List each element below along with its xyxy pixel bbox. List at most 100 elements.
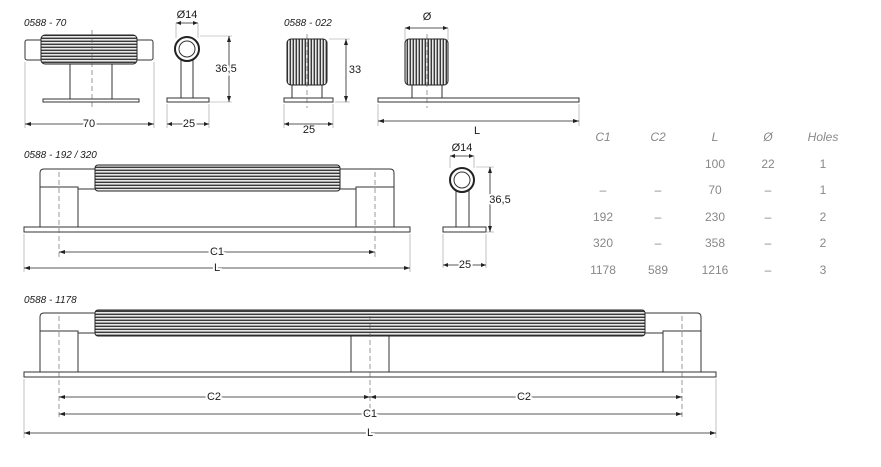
dim-label-c1: C1 xyxy=(363,408,377,420)
arrow xyxy=(204,122,209,126)
end-cap-left xyxy=(39,312,98,334)
arrow xyxy=(176,21,181,25)
table-cell: 70 xyxy=(708,183,722,197)
view-title-0588-192-320: 0588 - 192 / 320 xyxy=(24,150,97,161)
arrow xyxy=(364,395,370,399)
table-row: 320 – 358 – 2 xyxy=(593,236,827,250)
view-title-0588-022: 0588 - 022 xyxy=(284,18,332,29)
table-cell: – xyxy=(765,263,772,277)
table-cell: – xyxy=(765,236,772,250)
arrow xyxy=(328,122,333,126)
arrow xyxy=(405,26,410,30)
knurled-knob xyxy=(404,38,449,86)
base-plate xyxy=(166,97,210,103)
arrow xyxy=(227,36,231,42)
arrow xyxy=(284,122,289,126)
view-0588-022-plate: Ø L xyxy=(377,11,580,137)
bar-end-inner xyxy=(453,171,471,189)
knurled-bar xyxy=(94,164,341,192)
table-cell: 1 xyxy=(820,183,827,197)
table-cell: – xyxy=(655,210,662,224)
dim-label-base: 25 xyxy=(303,124,315,136)
base-plate xyxy=(283,97,334,103)
table-cell: – xyxy=(655,183,662,197)
table-cell: 3 xyxy=(820,263,827,277)
dim-label-width: 70 xyxy=(83,118,95,130)
arrow xyxy=(148,122,154,126)
view-0588-022-front: 0588 - 022 33 25 xyxy=(283,18,363,136)
arrow xyxy=(59,250,65,254)
arrow xyxy=(450,154,455,158)
view-0588-70-front: 0588 - 70 70 xyxy=(24,18,155,132)
table-cell: 320 xyxy=(593,236,613,250)
arrow xyxy=(378,119,384,123)
table-cell: 358 xyxy=(705,236,725,250)
dim-label-base: 25 xyxy=(183,118,195,130)
arrow xyxy=(344,96,348,102)
table-row: 100 22 1 xyxy=(705,157,827,171)
view-0588-70-side: Ø14 36,5 25 xyxy=(166,9,239,132)
base-plate xyxy=(442,226,487,233)
arrow xyxy=(25,122,31,126)
dim-label-c1: C1 xyxy=(210,246,224,258)
arrow xyxy=(676,412,682,416)
dim-label-l: L xyxy=(367,427,373,439)
table-header-cell: L xyxy=(712,130,719,144)
arrow xyxy=(227,96,231,102)
end-cap-right xyxy=(134,39,154,61)
arrow xyxy=(193,21,198,25)
dim-label-c2-right: C2 xyxy=(517,391,531,403)
view-title-0588-70: 0588 - 70 xyxy=(24,18,67,29)
table-cell: 1216 xyxy=(702,263,729,277)
knurled-bar xyxy=(40,34,138,65)
base-plate xyxy=(377,97,580,103)
arrow xyxy=(443,26,448,30)
table-cell: – xyxy=(600,183,607,197)
table-row: 1178 589 1216 – 3 xyxy=(590,263,827,277)
dim-label-length: L xyxy=(474,125,480,137)
dim-label-height: 36,5 xyxy=(489,194,510,206)
arrow xyxy=(344,39,348,45)
table-cell: – xyxy=(765,210,772,224)
bar-end-inner xyxy=(178,40,196,58)
dim-label-height: 36,5 xyxy=(215,63,236,75)
table-header: C1 C2 L Ø Holes xyxy=(595,130,838,144)
table-cell: 230 xyxy=(705,210,725,224)
table-cell: 1178 xyxy=(590,263,616,277)
arrow xyxy=(481,263,486,267)
table-header-cell: Holes xyxy=(808,130,839,144)
dim-label-base: 25 xyxy=(459,259,471,271)
base-plate xyxy=(23,226,411,233)
view-title-0588-1178: 0588 - 1178 xyxy=(24,295,77,306)
end-cap-right xyxy=(337,168,395,190)
arrow xyxy=(59,412,65,416)
arrow xyxy=(469,154,474,158)
table-row: – – 70 – 1 xyxy=(600,183,827,197)
end-cap-left xyxy=(39,168,98,190)
table-header-cell: C1 xyxy=(595,130,610,144)
dimension-table: C1 C2 L Ø Holes 100 22 1 – – 70 – 1 192 … xyxy=(590,130,838,277)
post xyxy=(69,61,113,101)
table-header-cell: C2 xyxy=(650,130,666,144)
table-cell: 1 xyxy=(820,157,827,171)
end-cap-left xyxy=(24,39,44,61)
arrow xyxy=(370,395,376,399)
base-plate xyxy=(42,98,140,103)
arrow xyxy=(676,395,682,399)
dim-label-dia: Ø xyxy=(423,11,432,23)
dim-label-dia: Ø14 xyxy=(177,9,198,21)
table-cell: – xyxy=(765,183,772,197)
arrow xyxy=(443,263,448,267)
dim-label-c2-left: C2 xyxy=(207,391,221,403)
arrow xyxy=(24,266,30,270)
arrow xyxy=(488,226,492,232)
arrow xyxy=(167,122,172,126)
arrow xyxy=(59,395,65,399)
table-cell: – xyxy=(655,236,662,250)
arrow xyxy=(710,431,716,435)
dim-label-dia: Ø14 xyxy=(452,142,473,154)
table-row: 192 – 230 – 2 xyxy=(593,210,827,224)
table-header-cell: Ø xyxy=(762,130,773,144)
dim-label-l: L xyxy=(214,262,220,274)
